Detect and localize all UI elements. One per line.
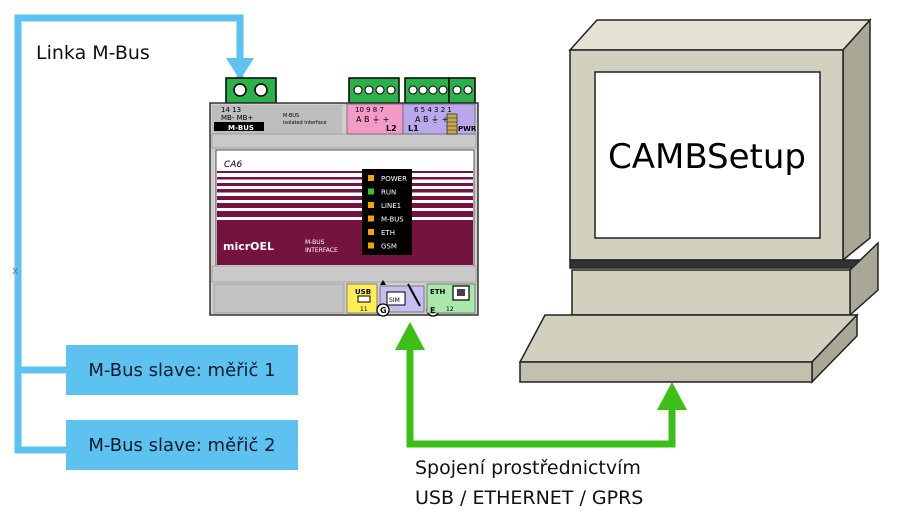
monitor-neck [569, 259, 871, 269]
sim-arrow-icon [380, 280, 386, 285]
monitor-screen [594, 71, 821, 239]
mbus-port-label: M-BUS [228, 124, 254, 132]
led-panel [362, 169, 412, 255]
led-label-power: POWER [381, 175, 407, 183]
l1-label: L1 [408, 124, 419, 133]
mbus-terminal-numbers: 14 13 [221, 106, 241, 114]
usb-icon [357, 295, 371, 303]
led-indicator-line1 [368, 202, 374, 208]
connection-label-line-2: USB / ETHERNET / GPRS [415, 487, 644, 509]
l1-numbers: 6 5 4 3 2 1 [414, 106, 452, 114]
led-label-line1: LINE1 [381, 202, 401, 210]
l2-pins: A B ⏚ + [356, 115, 389, 124]
panel-stripes [217, 171, 473, 265]
usb-number: 11 [360, 306, 368, 313]
g-button-icon [376, 303, 390, 317]
jumper-icon [407, 283, 421, 307]
monitor-top [568, 19, 872, 51]
device-model: CA6 [224, 160, 242, 170]
l1-terminal-block [402, 103, 476, 135]
screen-application-name: CAMBSetup [608, 137, 806, 177]
connection-arrowhead-device [395, 322, 425, 350]
mbus-slave-meter-2: M-Bus slave: měřič 2 [66, 420, 298, 470]
l2-numbers: 10 9 8 7 [355, 106, 384, 114]
led-indicator-run [368, 188, 374, 195]
led-label-eth: ETH [381, 229, 395, 237]
mbus-terminal-pins: MB- MB+ [221, 114, 253, 122]
mbus-note-1: M-BUS [283, 113, 299, 119]
g-label: G [380, 306, 387, 315]
computer [518, 18, 879, 384]
led-indicator-m-bus [368, 215, 374, 222]
led-indicator-eth [368, 229, 374, 235]
keyboard-tray [518, 314, 859, 363]
keyboard-tray-front [519, 361, 813, 383]
monitor-side [842, 18, 871, 262]
pwr-label: PWR [458, 125, 477, 133]
sim-label: SIM [389, 297, 400, 304]
mbus-arrowhead [226, 58, 254, 80]
led-label-m-bus: M-BUS [381, 216, 404, 224]
connection-label-line-1: Spojení prostřednictvím [415, 457, 641, 479]
led-indicator-power [368, 175, 374, 181]
led-indicator-gsm [368, 242, 374, 249]
connection-arrowhead-computer [657, 382, 687, 410]
eth-number: 12 [446, 306, 454, 313]
antenna-connector [446, 113, 458, 135]
eth-label: ETH [430, 288, 446, 296]
brand-logo: micrOEL [223, 240, 274, 253]
connection-line [406, 340, 676, 448]
edge-mark: x [12, 264, 19, 277]
base-unit-front [571, 269, 851, 316]
mbus-slave-meter-1: M-Bus slave: měřič 1 [66, 345, 298, 395]
device-subtitle-1: M-BUS [305, 239, 325, 246]
led-label-run: RUN [381, 189, 396, 197]
mbus-note-2: isolated interface [283, 120, 327, 126]
mbus-bus-line [14, 14, 244, 454]
sim-card-icon [386, 291, 406, 306]
usb-label: USB [355, 288, 371, 296]
led-label-gsm: GSM [381, 243, 397, 251]
l2-terminal-block [346, 103, 404, 135]
base-unit-side [849, 241, 879, 317]
l1-pins: A B ⏚ + [415, 115, 448, 124]
l2-label: L2 [386, 124, 397, 133]
e-label: E [430, 306, 435, 315]
mbus-line-label: Linka M-Bus [36, 42, 150, 64]
device-subtitle-2: INTERFACE [305, 247, 338, 254]
